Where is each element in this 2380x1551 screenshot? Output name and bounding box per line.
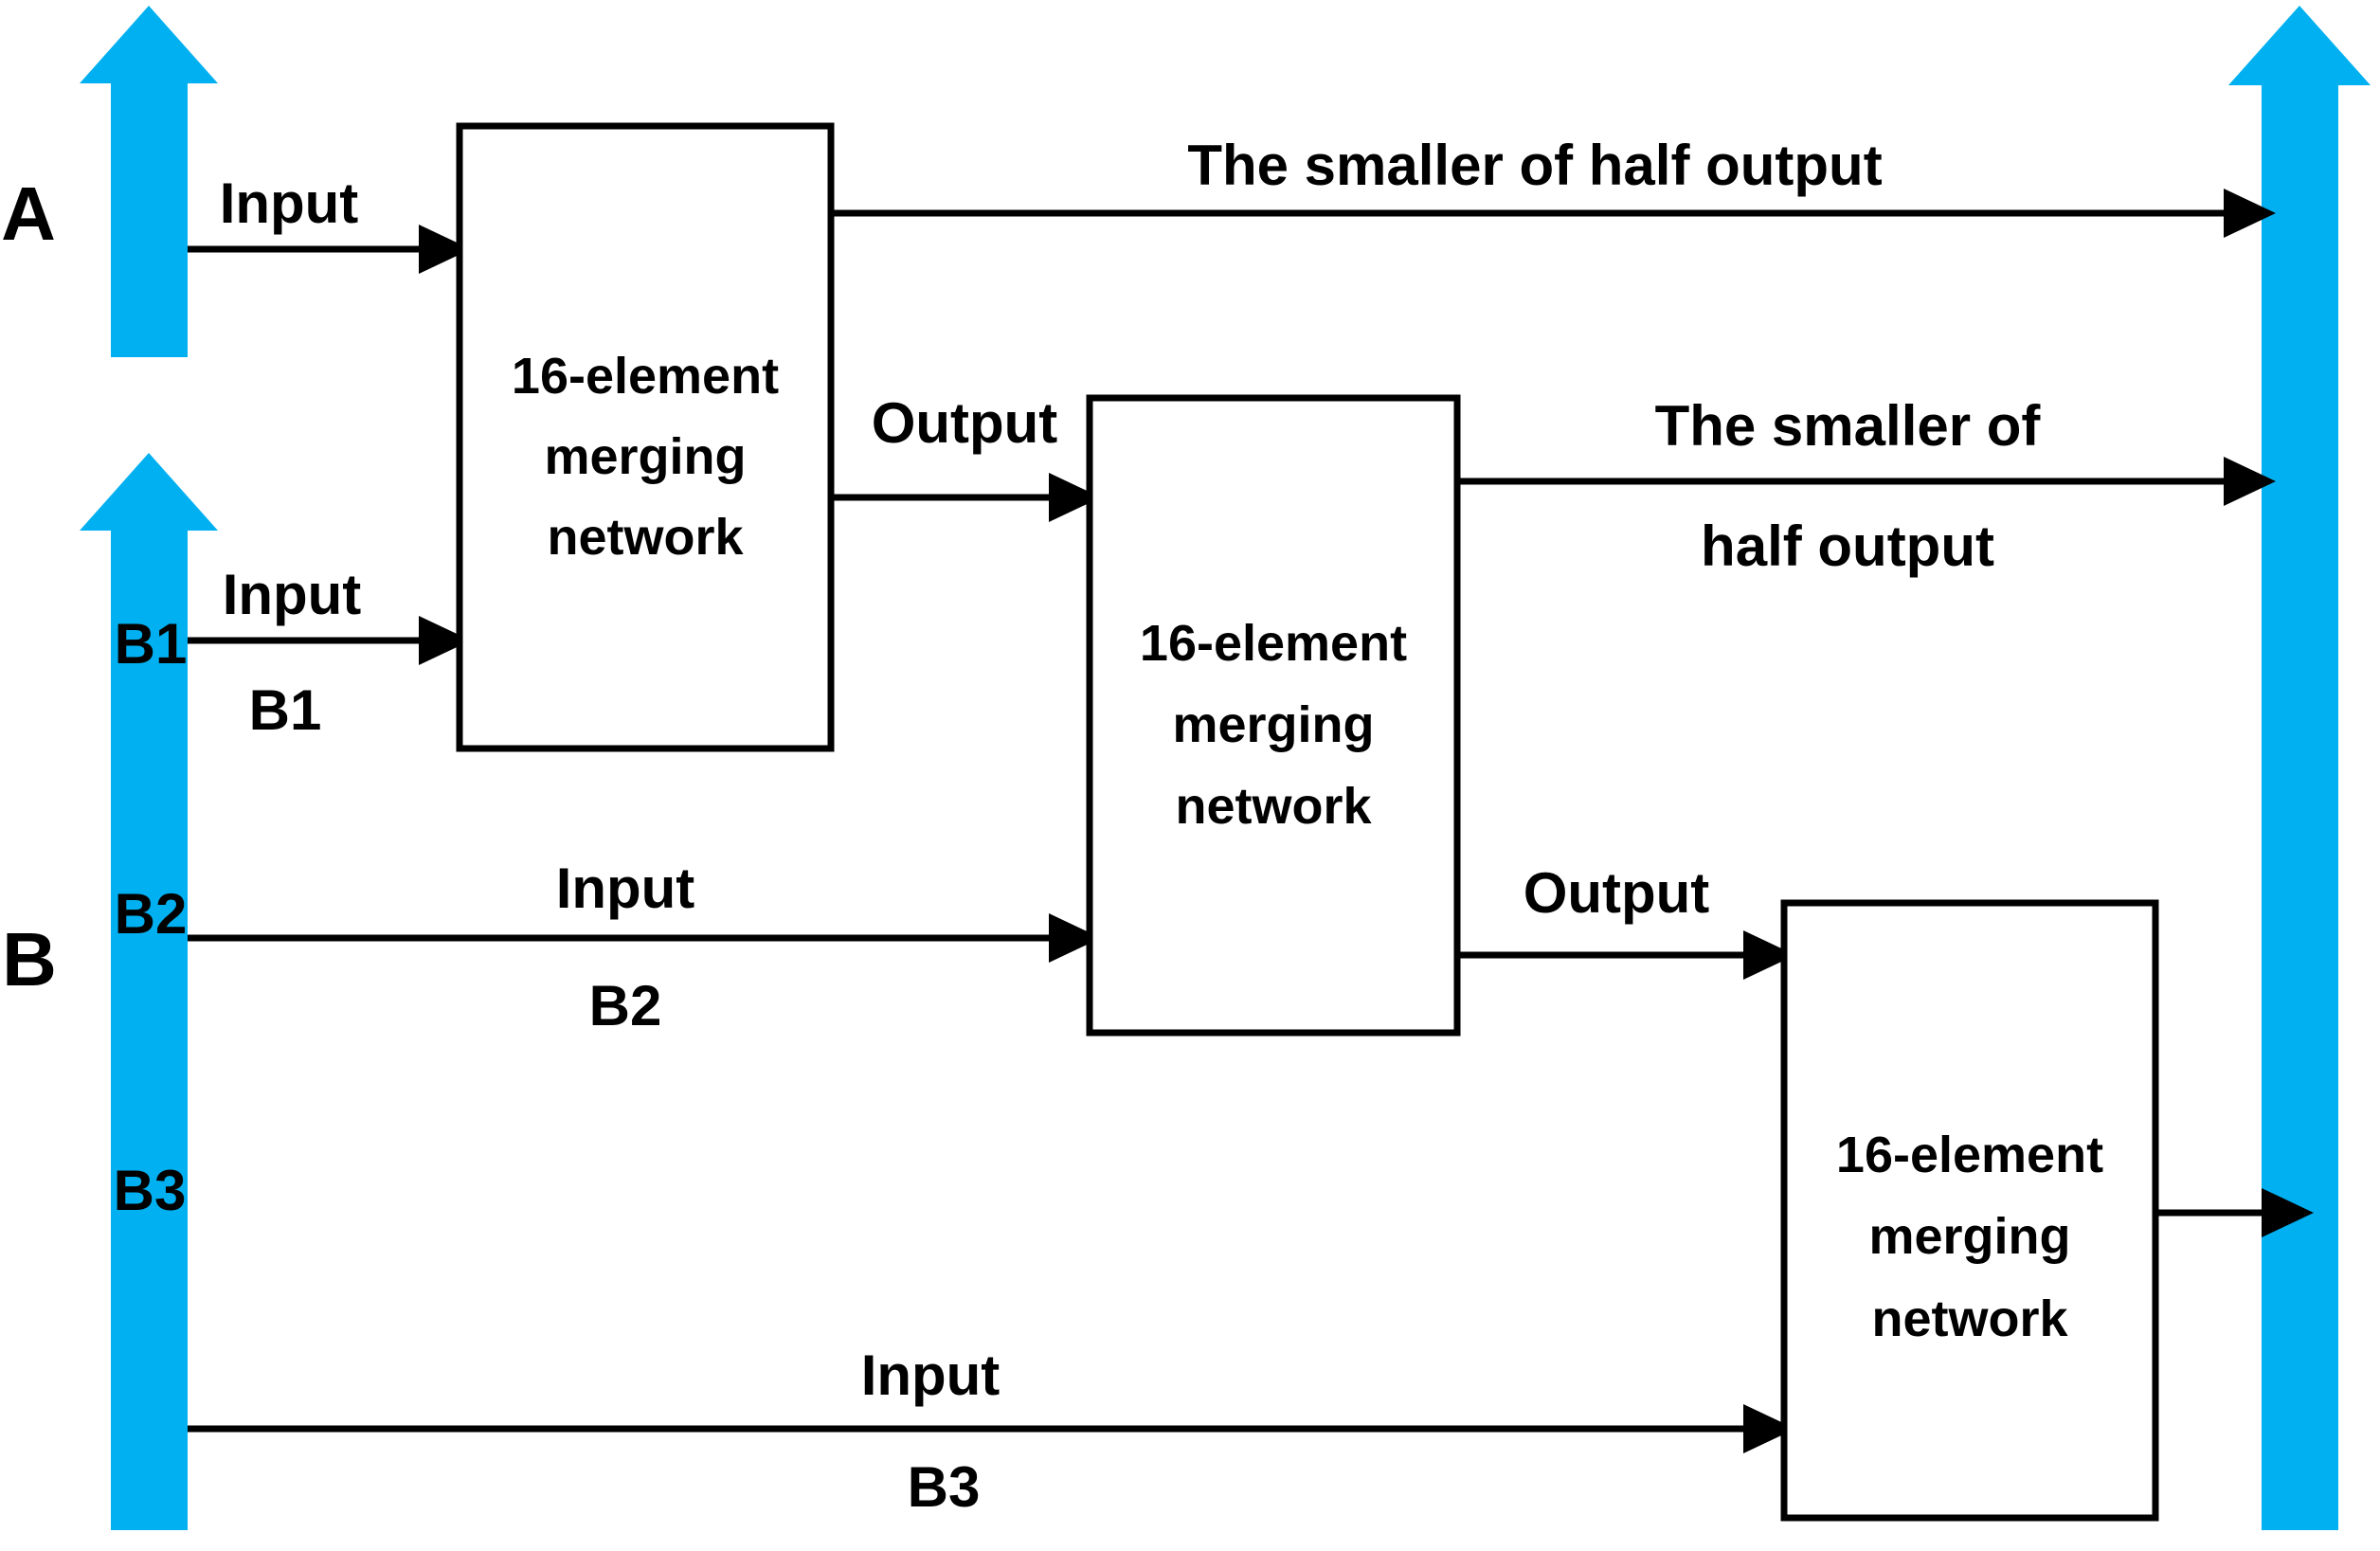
merging-network-box-2 xyxy=(1086,394,1461,1037)
input-b3-sublabel: B3 xyxy=(908,1455,981,1519)
edge-input-b3-arrowhead-icon xyxy=(1743,1404,1795,1453)
stream-b1-segment-label: B1 xyxy=(115,612,188,676)
edge-input-a-arrowhead-icon xyxy=(419,225,471,274)
stream-arrow-output-stem xyxy=(2262,81,2338,1530)
edge-output-2-arrowhead-icon xyxy=(1743,930,1795,980)
edge-output-1-arrowhead-icon xyxy=(1049,473,1101,522)
edge-smaller-mid-arrowhead-icon xyxy=(2224,457,2276,506)
smaller-mid-label-line1: The smaller of xyxy=(1655,394,2042,458)
smaller-mid-label-line2: half output xyxy=(1701,514,1994,578)
stream-a-label: A xyxy=(1,171,56,256)
edge-input-b1-arrowhead-icon xyxy=(419,616,471,665)
box1-text-line1: 16-element xyxy=(512,348,779,405)
smaller-top-label: The smaller of half output xyxy=(1187,134,1882,197)
box2-text-line3: network xyxy=(1175,778,1372,835)
edge-smaller-mid xyxy=(1457,457,2276,506)
stream-arrow-b-stem xyxy=(111,527,188,1530)
stream-b-label: B xyxy=(2,917,57,1001)
stream-arrow-a-stem xyxy=(111,80,188,357)
stream-arrow-output xyxy=(2228,6,2371,1530)
edge-output-1 xyxy=(831,473,1101,522)
stream-arrow-output-head-icon xyxy=(2228,6,2371,85)
edge-output-3-arrowhead-icon xyxy=(2262,1188,2314,1237)
edge-smaller-top-arrowhead-icon xyxy=(2224,189,2276,238)
stream-arrow-a-head-icon xyxy=(80,6,218,83)
box3-text-line1: 16-element xyxy=(1836,1127,2103,1183)
output-2-label: Output xyxy=(1524,861,1710,925)
input-b1-label: Input xyxy=(223,563,362,626)
input-b1-sublabel: B1 xyxy=(249,678,322,742)
output-1-label: Output xyxy=(872,391,1058,455)
box1-text-line3: network xyxy=(547,509,744,566)
box3-text-line3: network xyxy=(1871,1290,2068,1347)
input-b2-label: Input xyxy=(556,857,695,920)
stream-arrow-a xyxy=(80,6,218,357)
stream-arrow-b-head-icon xyxy=(80,453,218,531)
edge-input-b1 xyxy=(188,616,471,665)
box2-text-line1: 16-element xyxy=(1140,615,1407,672)
edge-input-b3 xyxy=(188,1404,1795,1453)
edge-output-3 xyxy=(2155,1188,2314,1237)
input-b3-label: Input xyxy=(861,1344,1001,1407)
edge-output-2 xyxy=(1457,930,1795,980)
box3-text-line2: merging xyxy=(1868,1208,2070,1265)
input-b2-sublabel: B2 xyxy=(589,974,662,1037)
merging-network-box-1 xyxy=(456,122,835,752)
edge-input-a xyxy=(188,225,471,274)
input-a-label: Input xyxy=(220,171,359,235)
edge-smaller-top xyxy=(831,189,2276,238)
stream-arrow-b xyxy=(80,453,218,1530)
edge-input-b2-arrowhead-icon xyxy=(1049,913,1101,963)
merging-network-box-3 xyxy=(1780,899,2159,1522)
box1-text-line2: merging xyxy=(544,428,746,485)
stream-b2-segment-label: B2 xyxy=(115,882,188,946)
box2-text-line2: merging xyxy=(1172,696,1374,753)
stream-b3-segment-label: B3 xyxy=(114,1159,187,1222)
edge-input-b2 xyxy=(188,913,1101,963)
